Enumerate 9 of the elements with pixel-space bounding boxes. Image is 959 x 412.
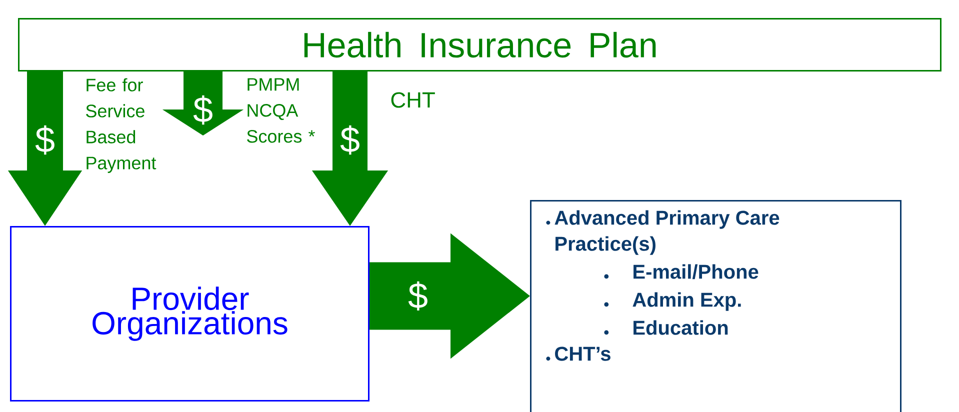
- edge-label: $: [35, 125, 54, 155]
- note: Fee for Service Based Payment: [86, 78, 156, 173]
- practice-box: Advanced Primary Care Practice(s) E-mail/Phone Admin Exp. Education CHT’s: [530, 200, 902, 412]
- edge-label: $: [408, 281, 428, 311]
- edge-label: $: [193, 95, 212, 125]
- edge-label: $: [340, 125, 360, 155]
- plan-box: Health Insurance Plan: [18, 18, 942, 72]
- provider-box: Provider Organizations: [10, 226, 370, 402]
- note: CHT: [391, 92, 435, 108]
